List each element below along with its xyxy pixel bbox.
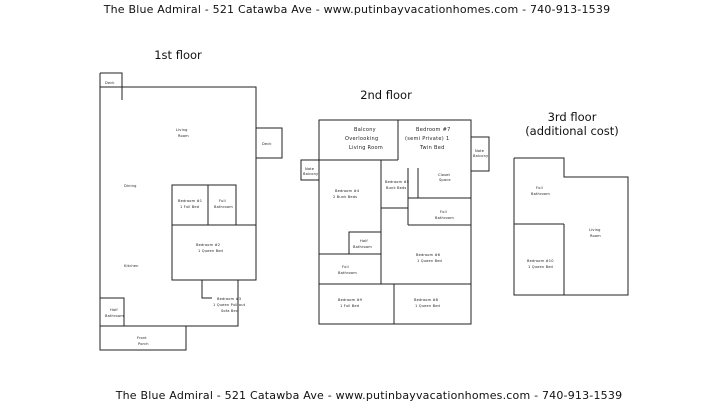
third-floor-outline: [513, 157, 629, 296]
second-floor-outline: [318, 119, 472, 325]
label-bedroom-7-b: (semi Private) 1: [405, 136, 449, 142]
label-closet-a: Closet: [438, 173, 451, 177]
first-floor-plan: [99, 72, 283, 351]
label-full-bath-2nd-b: Bathroom: [435, 216, 454, 220]
label-front-porch-b: Porch: [138, 342, 149, 346]
label-full-bath-2nd2-b: Bathroom: [338, 271, 357, 275]
label-half-bath-1st-b: Bathroom: [105, 314, 124, 318]
label-full-bath-2nd-a: Full: [440, 210, 447, 214]
label-bedroom-5-b: Bunk Beds: [386, 186, 406, 190]
label-note-right-b: Balcony: [473, 154, 489, 158]
label-bedroom-8-a: Bedroom #8: [414, 298, 439, 302]
label-bedroom-2-b: 1 Queen Bed: [198, 249, 223, 253]
label-bedroom-7-a: Bedroom #7: [416, 127, 451, 133]
label-full-bath-1st-a: Full: [219, 199, 226, 203]
second-floor-plan: [300, 119, 490, 325]
label-bedroom-9-a: Bedroom #9: [338, 298, 363, 302]
label-balcony-a: Balcony: [354, 127, 376, 133]
bedroom-2: [171, 225, 238, 281]
label-note-right-a: Note: [475, 149, 485, 153]
label-note-left-b: Balcony: [303, 172, 319, 176]
half-bathroom-1st: [99, 297, 125, 327]
label-bedroom-3-c: Sofa Bed: [221, 309, 238, 313]
label-bedroom-8-b: 1 Queen Bed: [415, 304, 440, 308]
label-bedroom-1-b: 1 Full Bed: [180, 205, 199, 209]
label-full-bath-1st-b: Bathroom: [214, 205, 233, 209]
label-deck-side: Deck: [262, 142, 272, 146]
half-bathroom-2nd: [348, 231, 382, 255]
label-bedroom-10-b: 1 Queen Bed: [528, 265, 553, 269]
label-balcony-b: Overlooking: [345, 136, 378, 142]
label-living-room-1st-b: Room: [178, 134, 189, 138]
third-floor-label: 3rd floor: [547, 110, 597, 124]
label-living-room-3rd-b: Room: [590, 234, 601, 238]
full-bathroom-1st: [207, 184, 237, 226]
label-bedroom-9-b: 1 Full Bed: [340, 304, 359, 308]
header-top-text: The Blue Admiral - 521 Catawba Ave - www…: [103, 3, 611, 16]
label-deck-top: Deck: [105, 81, 115, 85]
label-front-porch-a: Front: [137, 336, 147, 340]
label-bedroom-2-a: Bedroom #2: [196, 243, 220, 247]
first-floor-label: 1st floor: [154, 48, 202, 62]
note-balcony-left: [300, 159, 320, 181]
label-bedroom-6-b: 1 Queen Bed: [417, 259, 442, 263]
second-floor-label: 2nd floor: [360, 88, 412, 102]
label-full-bath-3rd-a: Full: [536, 186, 543, 190]
label-bedroom-10-a: Bedroom #10: [527, 259, 554, 263]
label-bedroom-3-a: Bedroom #3: [217, 297, 241, 301]
header-bottom-text: The Blue Admiral - 521 Catawba Ave - www…: [115, 389, 623, 402]
label-full-bath-2nd2-a: Full: [342, 265, 349, 269]
label-half-bath-1st-a: Half: [110, 308, 118, 312]
third-floor-plan: [513, 157, 629, 296]
label-bedroom-4-a: Bedroom #4: [335, 189, 360, 193]
label-bedroom-5-a: Bedroom #5: [385, 180, 409, 184]
label-bedroom-7-c: Twin Bed: [419, 145, 445, 151]
label-half-bath-2nd-a: Half: [360, 239, 368, 243]
note-balcony-right: [470, 136, 490, 172]
label-bedroom-6-a: Bedroom #6: [416, 253, 441, 257]
label-dining: Dining: [124, 184, 137, 188]
bedroom-3: [201, 280, 212, 299]
label-bedroom-1-a: Bedroom #1: [178, 199, 202, 203]
label-half-bath-2nd-b: Bathroom: [353, 245, 372, 249]
label-note-left-a: Note: [305, 167, 315, 171]
label-kitchen: Kitchen: [124, 264, 139, 268]
label-bedroom-4-b: 2 Bunk Beds: [333, 195, 357, 199]
label-bedroom-3-b: 1 Queen Pull out: [213, 303, 246, 307]
side-deck: [255, 127, 283, 159]
label-living-room-3rd-a: Living: [589, 228, 601, 232]
label-closet-b: Space: [439, 178, 451, 182]
third-floor-cost-label: (additional cost): [525, 124, 619, 138]
label-balcony-c: Living Room: [349, 145, 383, 151]
label-full-bath-3rd-b: Bathroom: [531, 192, 550, 196]
label-living-room-1st-a: Living: [176, 128, 188, 132]
